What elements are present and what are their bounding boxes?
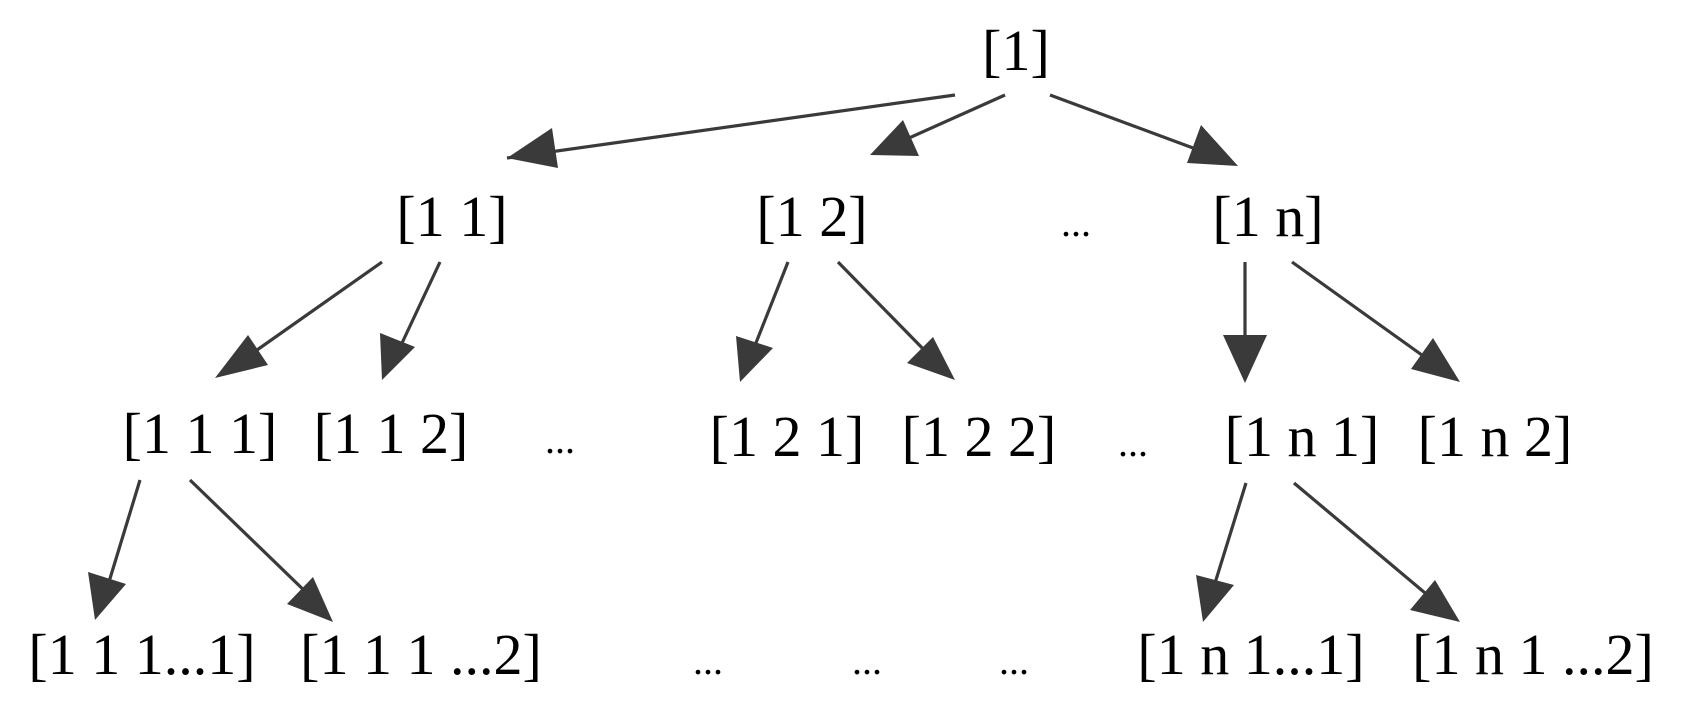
node-root: [1] <box>982 18 1050 83</box>
edge-n12-to-n121 <box>748 261 790 359</box>
arrowhead-icon <box>287 577 333 622</box>
arrowhead-icon <box>507 128 558 168</box>
node-1-n: [1 n] <box>1212 184 1323 249</box>
arrowhead-icon <box>736 336 773 382</box>
edge-n111-to-n111_1 <box>103 479 142 596</box>
arrowhead-icon <box>88 572 126 620</box>
edge-root-to-n1n <box>1049 93 1221 160</box>
arrowhead-icon <box>1410 580 1460 622</box>
node-1-1-2: [1 1 2] <box>314 401 469 466</box>
edge-n11-to-n111 <box>239 260 383 364</box>
node-1-n-1: [1 n 1] <box>1225 404 1380 469</box>
node-1-2: [1 2] <box>756 184 867 249</box>
node-1-1-1: [1 1 1] <box>123 401 278 466</box>
ellipsis-level-2-right: ... <box>1118 420 1148 465</box>
node-1-2-1: [1 2 1] <box>710 404 865 469</box>
edge-n1n-to-n1n2 <box>1291 260 1441 370</box>
ellipsis-level-1: ... <box>1061 200 1091 245</box>
edges <box>88 93 1460 622</box>
ellipsis-level-3-b: ... <box>852 638 882 683</box>
ellipsis-level-2-left: ... <box>545 417 575 462</box>
arrowhead-icon <box>870 120 919 156</box>
arrowhead-icon <box>907 337 955 380</box>
node-1-n-1-to-2: [1 n 1 ...2] <box>1412 622 1654 687</box>
arrowhead-icon <box>215 335 268 378</box>
node-1-n-1-to-1: [1 n 1...1] <box>1137 622 1364 687</box>
node-1-2-2: [1 2 2] <box>902 404 1057 469</box>
edge-n111-to-n111_2 <box>188 478 314 600</box>
arrowhead-icon <box>1223 335 1267 383</box>
arrowhead-icon <box>380 333 415 380</box>
node-1-1: [1 1] <box>396 184 507 249</box>
edge-n1n1-to-n1n1_2 <box>1292 481 1439 605</box>
node-1-1-1-to-2: [1 1 1 ...2] <box>300 622 542 687</box>
edge-n12-to-n122 <box>836 260 934 360</box>
edge-n1n1-to-n1n1_1 <box>1209 482 1248 597</box>
node-1-n-2: [1 n 2] <box>1418 404 1573 469</box>
node-1-1-1-to-1: [1 1 1...1] <box>28 622 255 687</box>
nodes: [1] [1 1] [1 2] ... [1 n] [1 1 1] [1 1 2… <box>28 18 1653 687</box>
arrowhead-icon <box>1196 575 1234 622</box>
arrowhead-icon <box>1187 125 1238 166</box>
edge-root-to-n11 <box>506 93 956 160</box>
ellipsis-level-3-c: ... <box>999 638 1029 683</box>
ellipsis-level-3-a: ... <box>693 638 723 683</box>
arrowhead-icon <box>1411 338 1460 382</box>
